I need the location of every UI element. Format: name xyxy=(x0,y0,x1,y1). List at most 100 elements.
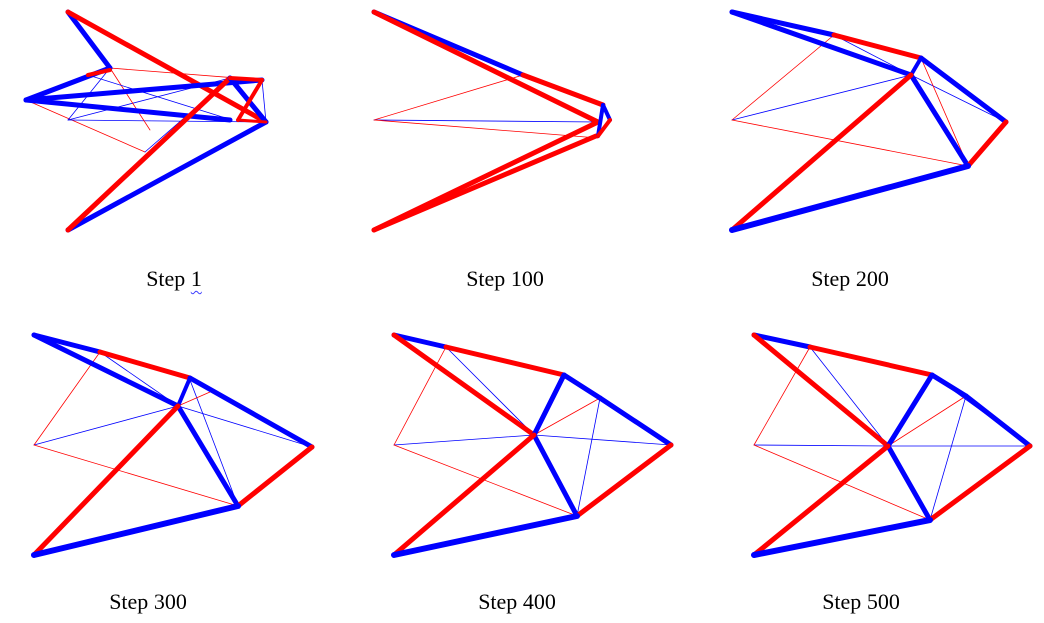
caption-prefix: Step xyxy=(822,589,867,614)
member xyxy=(927,443,1033,523)
member xyxy=(963,393,1033,449)
caption-step-200: Step 200 xyxy=(750,266,950,292)
member xyxy=(236,118,268,124)
member xyxy=(596,118,612,138)
member xyxy=(236,78,264,122)
member xyxy=(391,513,580,558)
member-thin xyxy=(445,346,535,436)
member xyxy=(729,72,914,233)
member xyxy=(807,344,935,378)
member-thin xyxy=(887,395,967,447)
caption-number: 300 xyxy=(153,589,187,614)
member-thin xyxy=(731,119,969,167)
panel-step-300: Step 300 xyxy=(0,320,348,623)
member xyxy=(531,432,580,519)
member xyxy=(175,403,241,509)
member xyxy=(751,332,813,350)
member-thin xyxy=(910,74,1007,123)
member-thin xyxy=(177,405,313,448)
member-thin xyxy=(929,395,967,521)
member xyxy=(391,332,449,350)
member xyxy=(918,55,1009,125)
member xyxy=(97,349,193,381)
member xyxy=(909,56,923,77)
member-thin xyxy=(393,346,447,446)
member xyxy=(235,444,315,509)
member xyxy=(65,9,113,71)
caption-prefix: Step xyxy=(466,266,511,291)
member-thin xyxy=(373,119,599,139)
member xyxy=(371,133,599,233)
panel-step-400: Step 400 xyxy=(348,320,696,623)
caption-prefix: Step xyxy=(478,589,523,614)
member xyxy=(597,395,674,448)
member-thin xyxy=(25,99,146,153)
member xyxy=(65,75,233,233)
caption-step-400: Step 400 xyxy=(417,589,617,615)
member xyxy=(965,119,1009,169)
member-thin xyxy=(373,74,524,121)
member xyxy=(228,76,264,82)
caption-step-300: Step 300 xyxy=(48,589,248,615)
member xyxy=(391,432,537,558)
caption-step-100: Step 100 xyxy=(405,266,605,292)
truss-step-300 xyxy=(31,332,315,558)
member-thin xyxy=(109,67,151,131)
caption-step-1: Step 1 xyxy=(74,266,274,292)
member xyxy=(908,72,971,169)
member xyxy=(729,163,971,233)
member xyxy=(65,119,269,233)
member xyxy=(391,332,537,438)
member xyxy=(751,517,933,558)
member-thin xyxy=(809,346,889,447)
caption-number: 500 xyxy=(866,589,900,614)
truss-step-1 xyxy=(23,9,269,233)
member xyxy=(31,503,241,558)
member xyxy=(561,372,603,401)
member xyxy=(574,442,674,519)
member-thin xyxy=(33,351,101,446)
member xyxy=(187,375,315,450)
member-thin xyxy=(373,119,599,123)
member xyxy=(751,332,891,449)
panel-step-200: Step 200 xyxy=(696,0,1044,300)
caption-prefix: Step xyxy=(811,266,856,291)
member xyxy=(31,332,181,409)
member-thin xyxy=(731,34,835,121)
panel-step-500: Step 500 xyxy=(696,320,1044,623)
member-thin xyxy=(533,397,601,436)
member xyxy=(751,443,891,558)
member-thin xyxy=(753,444,889,447)
member-thin xyxy=(753,346,811,446)
member xyxy=(31,403,181,558)
member xyxy=(831,32,924,61)
member xyxy=(885,372,935,449)
member xyxy=(23,97,233,123)
member-thin xyxy=(33,444,239,507)
truss-step-500 xyxy=(751,332,1033,558)
caption-prefix: Step xyxy=(109,589,154,614)
truss-step-100 xyxy=(371,9,612,233)
member xyxy=(596,103,605,138)
member xyxy=(729,9,914,78)
member xyxy=(885,443,933,523)
member-thin xyxy=(576,397,601,517)
member-thin xyxy=(920,57,969,167)
member xyxy=(65,9,269,125)
member xyxy=(929,372,969,399)
member xyxy=(520,72,606,108)
member-thin xyxy=(393,444,578,517)
member-thin xyxy=(177,391,211,407)
caption-number: 400 xyxy=(522,589,556,614)
truss-step-400 xyxy=(391,332,674,558)
panel-step-100: Step 100 xyxy=(348,0,696,300)
member-thin xyxy=(533,434,672,446)
member-thin xyxy=(261,79,267,123)
panel-step-1: Step 1 xyxy=(0,0,348,300)
member xyxy=(86,68,112,77)
member-thin xyxy=(67,119,267,123)
caption-number: 200 xyxy=(855,266,889,291)
member-thin xyxy=(393,434,535,446)
member-thin xyxy=(731,74,912,121)
member xyxy=(371,9,601,125)
